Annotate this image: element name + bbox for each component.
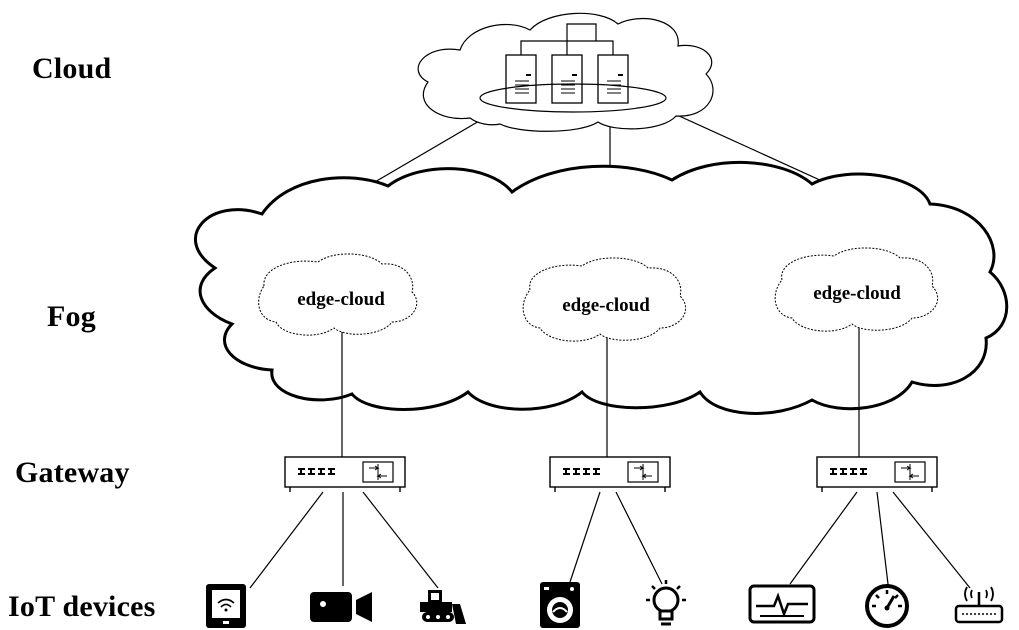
edge-cloud-shape-2 [522, 257, 687, 342]
layer-label-gateway: Gateway [15, 456, 130, 489]
gateway-1 [284, 456, 406, 493]
layer-label-cloud: Cloud [32, 52, 112, 85]
server-ring [479, 83, 667, 113]
gauge-icon [865, 584, 909, 628]
tablet-icon [206, 584, 246, 628]
video-camera-icon [310, 592, 372, 622]
heart-monitor-icon [748, 584, 816, 624]
light-bulb-icon [646, 580, 686, 626]
washing-machine-icon [540, 582, 580, 628]
link-cloud-fog-left [367, 109, 499, 187]
edge-cloud-shape-1 [258, 253, 418, 336]
server-bus [520, 23, 614, 55]
layer-label-iot: IoT devices [8, 590, 156, 623]
gateway-2 [549, 456, 671, 493]
wifi-router-icon [954, 586, 1004, 624]
gateway-3 [816, 456, 938, 493]
edge-cloud-label-1: edge-cloud [297, 289, 385, 310]
edge-cloud-shape-3 [774, 247, 939, 332]
edge-cloud-label-3: edge-cloud [813, 283, 901, 304]
device-links [249, 491, 971, 589]
bulldozer-icon [420, 590, 466, 624]
layer-label-fog: Fog [47, 300, 96, 333]
edge-cloud-label-2: edge-cloud [562, 295, 650, 316]
